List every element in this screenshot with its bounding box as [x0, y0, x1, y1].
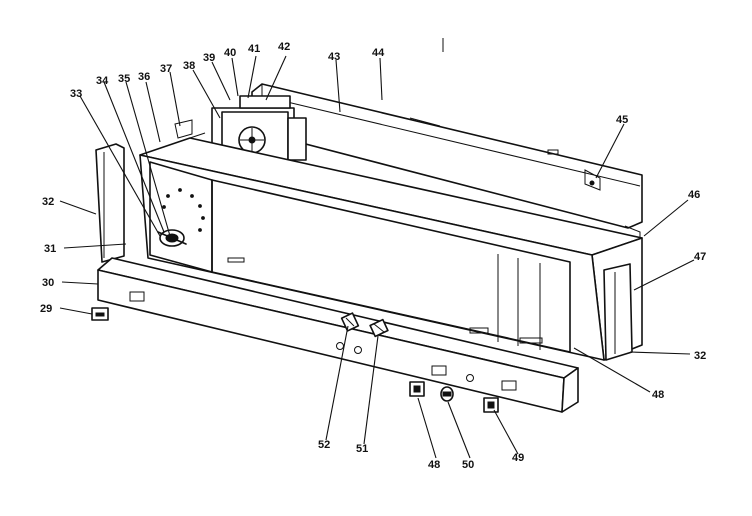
loose-parts [91, 307, 499, 413]
callout-37: 37 [160, 63, 172, 75]
callout-50: 50 [462, 459, 474, 471]
control-panel-face [149, 161, 571, 353]
callout-32-left: 32 [42, 196, 54, 208]
part-49-knob-left [409, 381, 425, 397]
callout-48-right: 48 [652, 389, 664, 401]
part-29-clip [91, 307, 109, 321]
callout-49: 49 [512, 452, 524, 464]
callout-30: 30 [42, 277, 54, 289]
callout-32-right: 32 [694, 350, 706, 362]
left-end-cap [95, 143, 125, 263]
callout-labels: 29 30 31 32 32 33 34 35 36 37 38 39 40 4… [40, 41, 706, 471]
timer-dial [157, 188, 205, 247]
part-49-knob-right [483, 397, 499, 413]
callout-35: 35 [118, 73, 130, 85]
callout-46: 46 [688, 189, 700, 201]
part-52-switch [340, 312, 360, 332]
callout-48-bottom: 48 [428, 459, 440, 471]
callout-31: 31 [44, 243, 56, 255]
callout-47: 47 [694, 251, 706, 263]
callout-34: 34 [96, 75, 109, 87]
callout-29: 29 [40, 303, 52, 315]
callout-40: 40 [224, 47, 236, 59]
callout-38: 38 [183, 60, 195, 72]
right-end-cap [603, 263, 633, 361]
callout-42: 42 [278, 41, 290, 53]
callout-43: 43 [328, 51, 340, 63]
callout-36: 36 [138, 71, 150, 83]
leader-lines [59, 55, 695, 459]
part-50-bulb [440, 386, 454, 402]
front-trim-bar [97, 257, 579, 413]
callout-41: 41 [248, 43, 260, 55]
part-51-switch [369, 318, 389, 338]
callout-44: 44 [372, 47, 385, 59]
callout-39: 39 [203, 52, 215, 64]
callout-45: 45 [616, 114, 628, 126]
callout-52: 52 [318, 439, 330, 451]
callout-51: 51 [356, 443, 368, 455]
callout-33: 33 [70, 88, 82, 100]
